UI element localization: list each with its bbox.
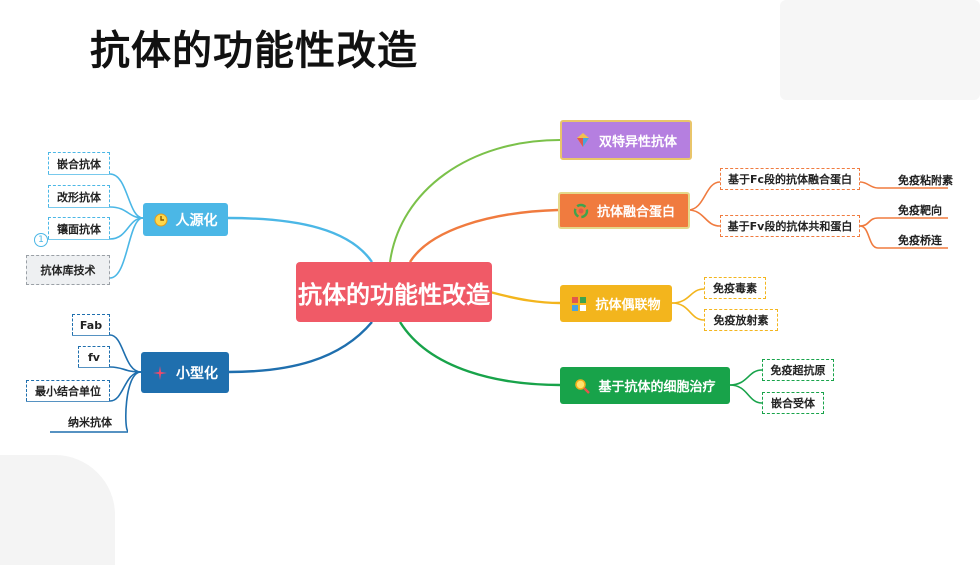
background-panel-top-right	[780, 0, 980, 100]
leaf-renyuan-1-label: 嵌合抗体	[57, 157, 101, 171]
leaf-renyuan-3[interactable]: 镶面抗体	[48, 217, 110, 239]
leaf-ouliang-2-label: 免疫放射素	[713, 314, 769, 327]
branch-xibao-label: 基于抗体的细胞治疗	[598, 380, 716, 395]
leaf-xiaoxing-3[interactable]: 最小结合单位	[26, 380, 110, 401]
colorful-gem-icon	[575, 132, 591, 148]
link-ronghe-2	[687, 209, 721, 227]
root-node[interactable]: 抗体的功能性改造	[296, 262, 492, 322]
link-root-ouliang	[489, 290, 561, 305]
connector-lines	[26, 139, 948, 433]
sub-ronghe-2-label: 基于Fv段的抗体共和蛋白	[727, 220, 853, 233]
leaf-ronghe-2[interactable]: 免疫靶向	[894, 202, 954, 218]
link-xiaoxing-1	[109, 334, 142, 373]
marker-badge: 1	[34, 233, 48, 247]
leaf-xiaoxing-3-label: 最小结合单位	[35, 385, 101, 398]
clock-icon	[154, 213, 168, 227]
branch-ronghe[interactable]: 抗体融合蛋白	[558, 192, 690, 229]
link-root-xiaoxing	[227, 321, 373, 374]
leaf-renyuan-4[interactable]: 抗体库技术	[26, 255, 110, 285]
leaf-ouliang-1[interactable]: 免疫毒素	[704, 277, 766, 299]
link-root-xibao	[398, 321, 561, 387]
leaf-ronghe-1-label: 免疫粘附素	[898, 174, 953, 187]
leaf-ronghe-1[interactable]: 免疫粘附素	[894, 172, 954, 188]
magnifier-icon	[574, 378, 591, 394]
leaf-xiaoxing-2[interactable]: fv	[78, 346, 110, 367]
branch-shuangte-label: 双特异性抗体	[598, 134, 677, 150]
link-ronghe-sub2-leaf2	[859, 225, 879, 249]
link-renyuan-4	[109, 217, 144, 279]
link-xiaoxing-3	[109, 371, 142, 402]
sparkle-icon	[152, 365, 168, 381]
leaf-renyuan-4-label: 抗体库技术	[40, 264, 96, 277]
leaf-ouliang-2[interactable]: 免疫放射素	[704, 309, 778, 331]
leaf-renyuan-3-label: 镶面抗体	[57, 222, 101, 236]
leaf-xibao-1-label: 免疫超抗原	[770, 364, 826, 377]
circle-arrows-icon	[573, 203, 589, 219]
link-ronghe-sub1-leaf1	[859, 181, 879, 189]
link-xiaoxing-2	[109, 366, 142, 373]
branch-xibao[interactable]: 基于抗体的细胞治疗	[560, 367, 730, 404]
link-xiaoxing-4	[125, 371, 142, 432]
grid-icon	[571, 296, 587, 312]
root-node-label: 抗体的功能性改造	[298, 280, 490, 309]
sub-ronghe-2[interactable]: 基于Fv段的抗体共和蛋白	[720, 215, 860, 237]
link-root-ronghe	[408, 208, 559, 263]
marker-badge-label: 1	[38, 235, 44, 245]
leaf-xiaoxing-1[interactable]: Fab	[72, 314, 110, 335]
link-root-renyuan	[227, 216, 373, 263]
branch-xiaoxing-label: 小型化	[176, 365, 218, 382]
leaf-xiaoxing-4-label: 纳米抗体	[68, 416, 112, 429]
link-root-shuangte	[389, 139, 561, 263]
leaf-renyuan-2[interactable]: 改形抗体	[48, 185, 110, 207]
link-renyuan-1	[109, 173, 144, 219]
leaf-renyuan-1[interactable]: 嵌合抗体	[48, 152, 110, 174]
leaf-ouliang-1-label: 免疫毒素	[713, 282, 757, 295]
leaf-xibao-1[interactable]: 免疫超抗原	[762, 359, 834, 381]
leaf-renyuan-2-label: 改形抗体	[57, 190, 101, 204]
sub-ronghe-1-label: 基于Fc段的抗体融合蛋白	[727, 173, 853, 186]
link-ronghe-1	[687, 181, 721, 211]
branch-ouliang[interactable]: 抗体偶联物	[560, 285, 672, 322]
branch-ouliang-label: 抗体偶联物	[595, 298, 661, 313]
sub-ronghe-1[interactable]: 基于Fc段的抗体融合蛋白	[720, 168, 860, 190]
leaf-ronghe-2-label: 免疫靶向	[898, 204, 942, 217]
branch-xiaoxing[interactable]: 小型化	[141, 352, 229, 393]
leaf-ronghe-3-label: 免疫桥连	[898, 234, 942, 247]
branch-renyuan[interactable]: 人源化	[143, 203, 228, 236]
branch-shuangte[interactable]: 双特异性抗体	[560, 120, 692, 160]
branch-ronghe-label: 抗体融合蛋白	[596, 205, 675, 220]
leaf-xiaoxing-2-label: fv	[88, 350, 100, 364]
leaf-xibao-2-label: 嵌合受体	[771, 397, 815, 410]
leaf-xiaoxing-1-label: Fab	[79, 318, 103, 332]
leaf-xibao-2[interactable]: 嵌合受体	[762, 392, 824, 414]
branch-renyuan-label: 人源化	[175, 212, 218, 229]
leaf-ronghe-3[interactable]: 免疫桥连	[894, 232, 954, 248]
page-title: 抗体的功能性改造	[90, 28, 418, 74]
link-ronghe-sub2-leaf1	[859, 217, 879, 227]
leaf-xiaoxing-4[interactable]: 纳米抗体	[52, 412, 128, 432]
background-panel-bottom-left	[0, 455, 115, 565]
